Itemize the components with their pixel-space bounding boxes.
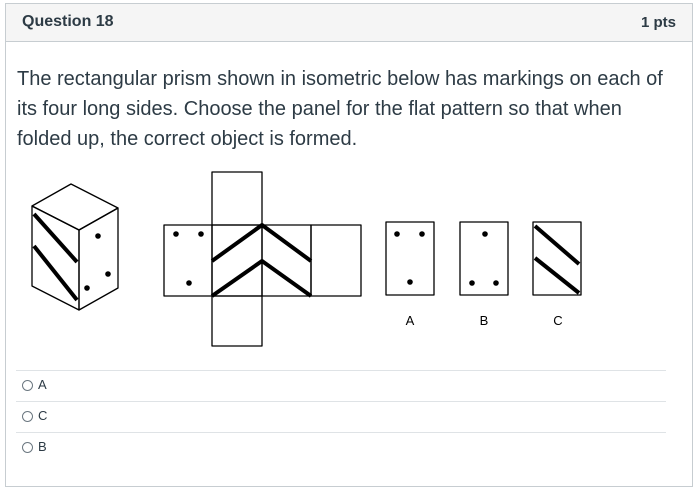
option-panel-b <box>459 221 509 296</box>
question-text: The rectangular prism shown in isometric… <box>17 68 663 150</box>
option-c-stripe-2 <box>533 256 581 295</box>
prism-stripe-1 <box>32 212 79 264</box>
option-a-dot <box>394 231 400 237</box>
prism-right-face <box>78 207 119 311</box>
pattern-panel-3 <box>261 224 312 297</box>
radio-button[interactable] <box>22 380 33 391</box>
panel-label-c: C <box>553 313 562 328</box>
option-panel-c <box>532 221 582 296</box>
question-points: 1 pts <box>640 14 676 31</box>
pattern-top-flap <box>211 171 263 226</box>
option-a-dot <box>419 231 425 237</box>
prism-top-face <box>31 183 119 231</box>
panel-label-b: B <box>480 313 489 328</box>
answer-label: C <box>38 408 48 423</box>
answer-list: A C B <box>16 370 666 463</box>
answer-option[interactable]: C <box>16 401 666 432</box>
answer-label: B <box>38 439 47 454</box>
panel-label-a: A <box>406 313 415 328</box>
radio-button[interactable] <box>22 442 33 453</box>
question-card: Question 18 1 pts <box>5 3 693 487</box>
option-b-dot <box>469 280 475 286</box>
radio-button[interactable] <box>22 411 33 422</box>
prism-stripe-2 <box>32 244 79 302</box>
pattern-dot <box>186 280 192 286</box>
question-title: Question 18 <box>22 13 114 30</box>
prism-dot <box>105 271 111 277</box>
option-a-dot <box>407 279 413 285</box>
chevron-lower <box>210 259 313 298</box>
prism-dot <box>95 233 101 239</box>
pattern-dot <box>173 231 179 237</box>
option-b-dot <box>482 231 488 237</box>
answer-label: A <box>38 377 47 392</box>
pattern-panel-2 <box>211 224 263 297</box>
flat-pattern <box>163 171 362 347</box>
option-b-dot <box>493 280 499 286</box>
answer-option[interactable]: A <box>16 370 666 401</box>
option-panel-a <box>385 221 435 296</box>
pattern-dot <box>198 231 204 237</box>
pattern-panel-4 <box>310 224 362 297</box>
chevron-upper <box>210 223 313 263</box>
option-c-stripe-1 <box>533 224 581 266</box>
question-figure: A B C <box>31 171 582 347</box>
pattern-bottom-flap <box>211 295 263 347</box>
prism-dot <box>84 285 90 291</box>
answer-option[interactable]: B <box>16 432 666 463</box>
isometric-prism <box>31 183 119 311</box>
question-header: Question 18 1 pts <box>6 4 692 42</box>
